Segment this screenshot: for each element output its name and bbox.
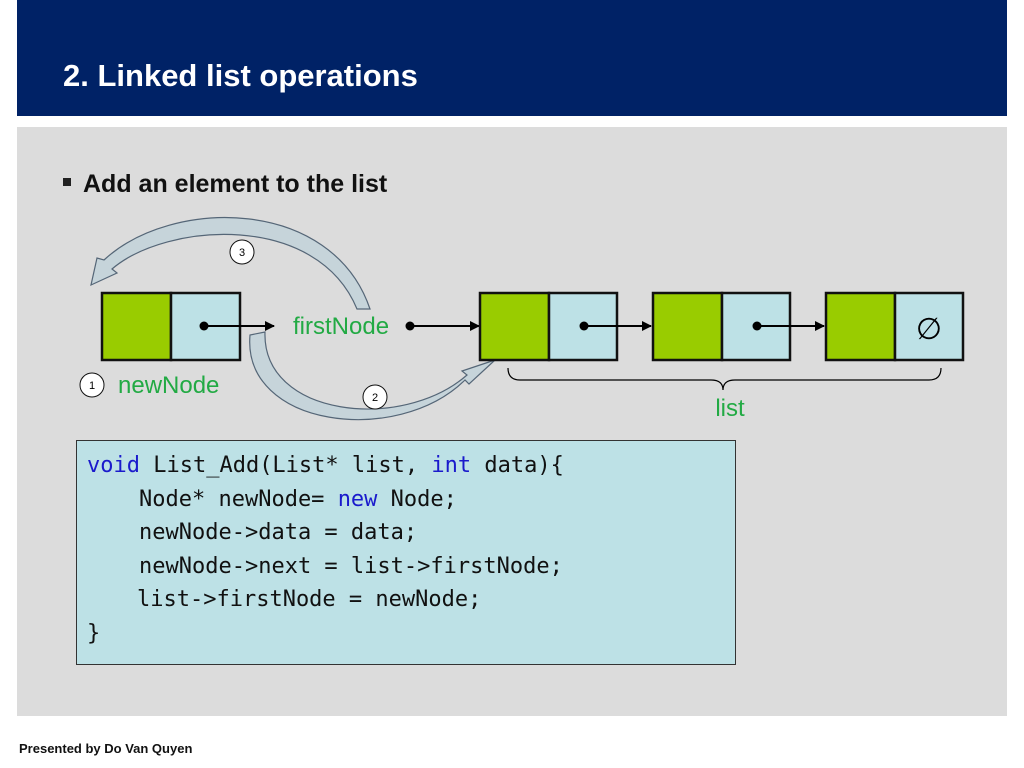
code-line-2: Node* newNode= new Node; <box>87 483 725 517</box>
linked-list-diagram: firstNode ∅ list newNode 1 2 <box>79 217 965 422</box>
code-text: newNode->next = list->firstNode; <box>139 553 563 579</box>
footer-credit: Presented by Do Van Quyen <box>19 741 193 756</box>
code-keyword: void <box>87 453 140 478</box>
list-node-1-data-cell <box>478 291 551 362</box>
code-text: newNode->data = data; <box>139 520 418 546</box>
code-text: list->firstNode = newNode; <box>137 587 482 613</box>
curved-arrow-3 <box>90 217 371 310</box>
code-text: Node* newNode= <box>139 486 338 512</box>
title-bar: 2. Linked list operations <box>17 0 1007 116</box>
code-line-4: newNode->next = list->firstNode; <box>87 550 725 584</box>
code-keyword: new <box>337 486 378 512</box>
list-node-2-data-cell <box>651 291 724 362</box>
code-text: } <box>87 620 101 646</box>
list-label: list <box>715 395 745 422</box>
code-text: data){ <box>471 453 564 478</box>
step-badge-2: 2 <box>362 384 388 410</box>
first-node-label: firstNode <box>293 313 389 340</box>
code-line-3: newNode->data = data; <box>87 516 725 550</box>
list-node-3-data-cell <box>824 291 897 362</box>
code-keyword: int <box>431 453 472 478</box>
new-node-data-cell <box>100 291 173 362</box>
step-badge-2-label: 2 <box>372 392 378 404</box>
step-badge-3: 3 <box>229 239 255 265</box>
code-text: List_Add(List* list, <box>139 453 432 478</box>
code-line-5: list->firstNode = newNode; <box>87 583 725 617</box>
bullet-text: Add an element to the list <box>83 170 388 198</box>
code-text: Node; <box>377 486 457 512</box>
code-line-6: } <box>87 617 725 651</box>
list-brace <box>507 367 942 391</box>
list-node-3-pointer-cell <box>893 291 965 362</box>
step-badge-1: 1 <box>79 372 105 398</box>
new-node-label: newNode <box>118 372 219 399</box>
bullet-square-icon <box>63 178 71 186</box>
slide-title: 2. Linked list operations <box>63 58 418 93</box>
step-badge-3-label: 3 <box>239 247 245 259</box>
code-line-1: void List_Add(List* list, int data){ <box>87 449 725 483</box>
step-badge-1-label: 1 <box>89 380 95 392</box>
null-symbol: ∅ <box>916 313 942 346</box>
code-block: void List_Add(List* list, int data){ Nod… <box>76 440 736 665</box>
content-area: Add an element to the list firstNode <box>17 127 1007 716</box>
